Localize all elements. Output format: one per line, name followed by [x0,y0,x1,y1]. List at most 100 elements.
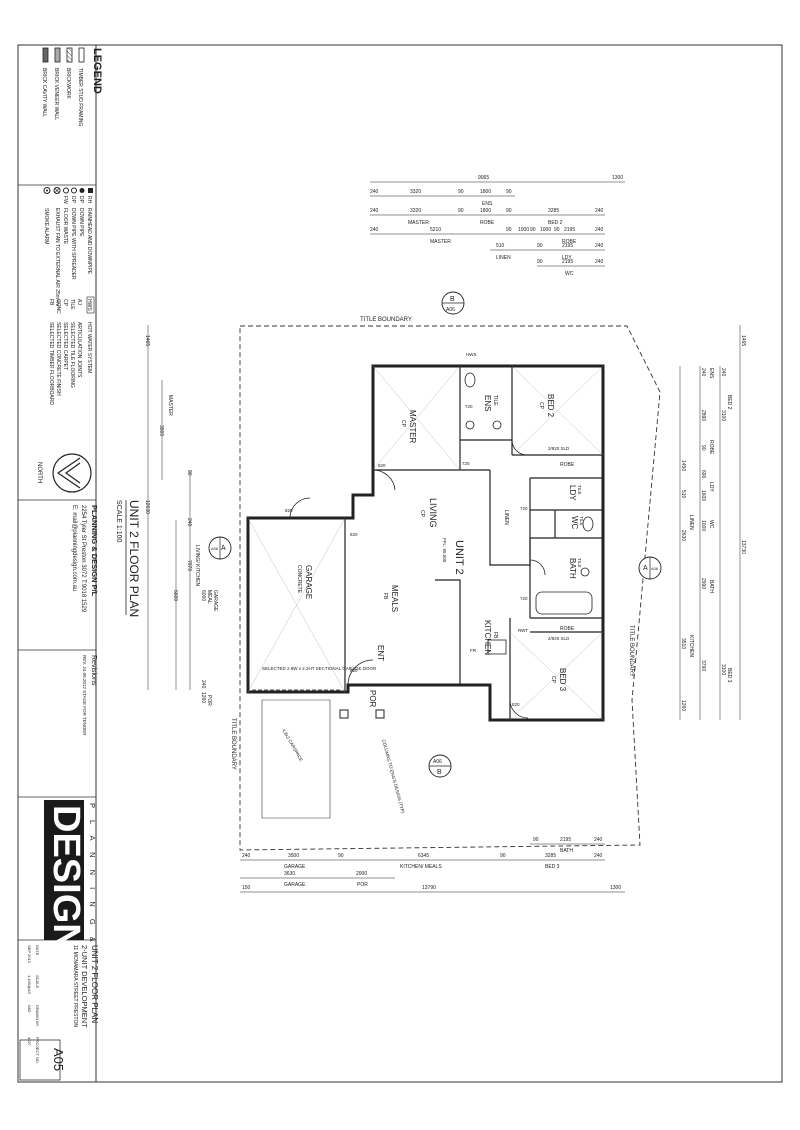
abbr-conc: SELECTED CONCRETE FINISH [55,322,61,396]
drawing-number: A05 [51,1048,66,1071]
legend-fw-text: FLOOR WASTE [62,208,68,245]
room-kitchen: KITCHEN [483,620,492,655]
dim-left-v0: 240 [186,518,192,527]
dim-b2-0: 240 [242,853,251,859]
dim-r1-3: 1800 [480,189,491,195]
dim-b2-2: 90 [338,853,344,859]
top-dimensions [370,181,625,267]
company-address: 2254 Tyler St Preston 3072 T:9018 1529 [80,505,86,613]
dim-r2-label-2: BED 2 [548,220,563,226]
dim-b2-4: 90 [500,853,506,859]
dim-r3-label-0: MASTER [430,239,451,245]
dim-right-v3: 2890 [700,410,706,421]
dim-right-v4: 90 [700,445,706,451]
room-por: POR [368,690,377,708]
dim-r2-5: 3285 [548,208,559,214]
porch-column-right [375,709,385,719]
revisions-block: Revisions REV. 24.08.2012 STAGE FOR TEND… [82,655,97,736]
door-label-ent: 820 [350,668,358,673]
section-left-sheet: A06 [211,546,219,551]
dim-b4-1: 13790 [422,885,436,891]
exhaust-fan-cross [54,188,60,193]
dim-b2-1: 3500 [288,853,299,859]
legend-downpipe-code: DP [78,196,84,204]
field-project-label: PROJECT NO. [35,1037,40,1064]
room-wc-floor: TILE [579,516,584,526]
design-logo-bar [44,800,84,940]
dim-b2-5: 3285 [545,853,556,859]
dim-r4-3: 240 [595,243,604,249]
timber-stud-swatch [78,47,85,63]
room-bath-floor: TILE [577,558,582,568]
dim-left-v2: 240 [200,680,206,689]
smoke-alarm-dot [46,189,48,192]
section-top-letter: B [450,296,455,303]
dim-b3-1: 2000 [356,871,367,877]
wall-linen [489,470,531,566]
abbr-aj-code: AJ [76,299,82,305]
dim-b4-2: 1300 [610,885,621,891]
dim-r1-4: 90 [506,189,512,195]
dim-right-v2: 240 [700,368,706,377]
right-dimensions [679,325,741,720]
dim-left-v1: 90 [186,470,192,476]
dim-r5-label: WC [565,271,574,277]
room-ldy: LDY [568,485,577,501]
revisions-label: Revisions [90,655,97,686]
dim-r5-1: 2195 [562,259,573,265]
room-ens-floor: TILE [492,395,498,406]
company-email: E: mail@planningdesign.com.au [71,505,77,591]
door-label-wc: 720 [520,506,528,511]
logo-letters: P L A N N I N G & [88,803,97,947]
legend-downpipe-text: DOWN PIPE [78,208,84,237]
room-bath: BATH [568,558,577,579]
ens-basin-2 [492,420,502,430]
ens-toilet [464,372,476,388]
dim-right-v0: 240 [720,368,726,377]
legend-wall-types: TIMBER STUD FRAMING BRICKWORK BRICK VENE… [41,47,85,126]
bottom-dim-text: 90 2195 240 BATH 240 3500 90 6345 90 328… [242,837,621,891]
downpipe-icon [79,188,85,193]
dim-right-v5: 1450 [680,460,686,471]
dim-left-living-label: LIVING/ KITCHEN [194,545,200,587]
sheet-border [17,44,783,1083]
room-ent: ENT [376,645,385,661]
room-linen: LINEN [503,510,509,525]
floor-waste-icon [63,187,69,194]
dim-right-v10: 1000 [700,520,706,531]
company-block: PLANNING & DESIGN P/L 2254 Tyler St Pres… [71,505,99,613]
dim-right-v15: 1260 [680,700,686,711]
room-bed3-floor: CP [550,676,556,684]
dim-b2-label-2: BED 3 [545,864,560,870]
dim-r4-label-0: LINEN [496,255,511,261]
note-hws: HWS [466,352,477,357]
bath-basin [580,567,590,577]
dim-left-master-label: MASTER [167,395,173,416]
door-label-meals: 820 [350,532,358,537]
dim-left-top: 1465 [144,335,150,346]
legend-smoke-text: SMOKE ALARM [43,208,49,244]
dim-right-label-ens: ENS [708,368,714,379]
note-rwt: RWT [518,628,528,633]
dim-r3-6: 90 [554,227,560,233]
abbr-hws: HOT WATER SYSTEM [86,322,92,373]
legend-rainhead-text: RAINHEAD AND DOWNPIPE [86,208,92,275]
right-dim-text: 1465 13730 240 3100 240 2890 90 1450 690… [680,335,746,711]
room-wc: WC [570,516,579,530]
drawing-project: 2-UNIT DEVELOPMENT [80,945,89,1028]
dim-right-v1: 3100 [720,410,726,421]
wc-toilet [582,516,594,532]
dim-b3-0: 3630 [284,871,295,877]
dim-left-meal-label: MEAL [206,590,212,604]
door-label-master: 820 [378,463,386,468]
dim-b3-label-0: GARAGE [284,882,306,888]
drawing-info: UNIT 2 FLOOR PLAN 2-UNIT DEVELOPMENT 11 … [72,945,99,1028]
dim-right-label-wc: WC [708,520,714,529]
dim-b2-6: 240 [594,853,603,859]
dim-r2-1: 3320 [410,208,421,214]
dim-r2-0: 240 [370,208,379,214]
drawing-fields: DATE SCALE DRAWN BY PROJECT NO. SEP 2012… [27,945,40,1064]
note-carspace: 4.8x2 CARSPACE [281,728,304,762]
dim-right-label-kitchen: KITCHEN [688,635,694,657]
